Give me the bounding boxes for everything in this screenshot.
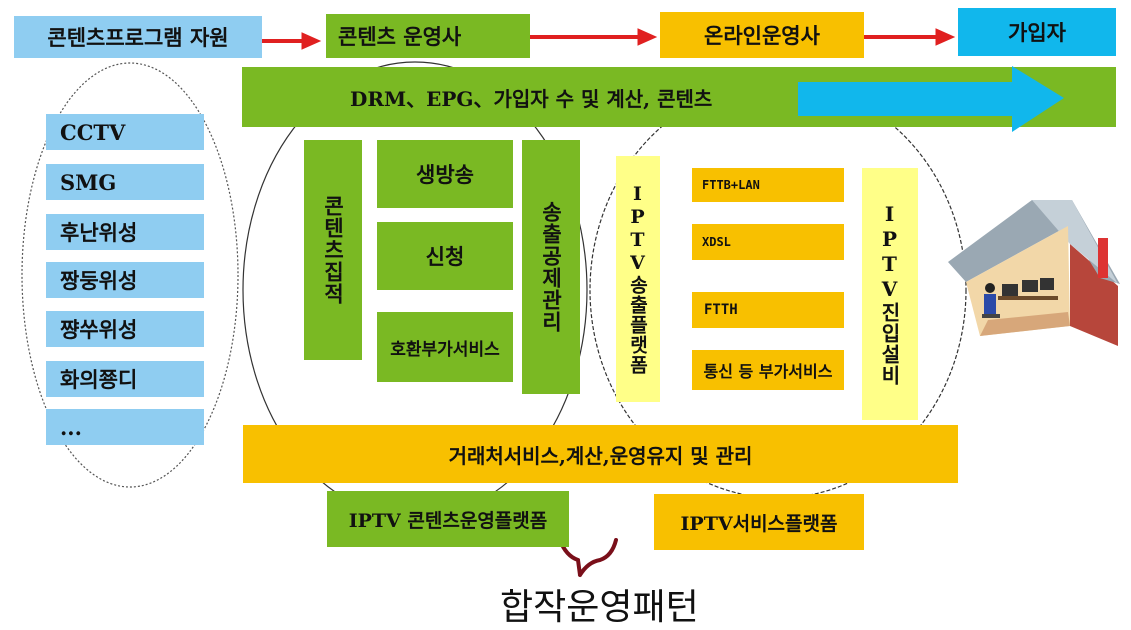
red-arrow-1 bbox=[262, 32, 322, 50]
iptv-access-equipment-box: IPTV진입설비 bbox=[862, 168, 918, 420]
access-option-ftth: FTTH bbox=[692, 292, 844, 328]
content-integration-box: 콘텐츠집적 bbox=[304, 140, 362, 360]
request-box: 신청 bbox=[377, 222, 513, 290]
source-resources-label: 콘텐츠프로그램 자원 bbox=[47, 25, 229, 50]
channel-item: SMG bbox=[46, 164, 204, 200]
house-icon bbox=[948, 200, 1120, 346]
online-operator-box: 온라인운영사 bbox=[660, 12, 864, 58]
access-option-ftth-lan: FTTB+LAN bbox=[692, 168, 844, 202]
channel-item: 쨩쑤위성 bbox=[46, 311, 204, 347]
content-operator-box: 콘텐츠 운영사 bbox=[326, 14, 530, 58]
channel-item: 후난위성 bbox=[46, 214, 204, 250]
banner-bar: DRM、EPG、가입자 수 및 계산, 콘텐츠 bbox=[242, 67, 1116, 127]
channel-item: ... bbox=[46, 409, 204, 445]
source-resources-box: 콘텐츠프로그램 자원 bbox=[14, 16, 262, 58]
red-arrow-2 bbox=[530, 28, 658, 46]
channel-item: 화의쭁디 bbox=[46, 361, 204, 397]
content-platform-label-box: IPTV 콘텐츠운영플랫폼 bbox=[327, 491, 569, 547]
live-broadcast-box: 생방송 bbox=[377, 140, 513, 208]
channel-item: 짱둥위성 bbox=[46, 262, 204, 298]
telecom-service-box: 통신 등 부가서비스 bbox=[692, 350, 844, 390]
subscriber-label: 가입자 bbox=[1008, 20, 1066, 45]
red-arrow-3 bbox=[864, 28, 956, 46]
online-operator-label: 온라인운영사 bbox=[704, 23, 820, 48]
service-platform-label-box: IPTV서비스플랫폼 bbox=[654, 494, 864, 550]
banner-label: DRM、EPG、가입자 수 및 계산, 콘텐츠 bbox=[350, 86, 713, 111]
channel-item: CCTV bbox=[46, 114, 204, 150]
access-option-xdsl: XDSL bbox=[692, 224, 844, 260]
interactive-service-box: 호환부가서비스 bbox=[377, 312, 513, 382]
caption: 합작운영패턴 bbox=[500, 587, 699, 628]
bottom-management-bar: 거래처서비스,계산,운영유지 및 관리 bbox=[243, 425, 958, 483]
iptv-transmission-platform-box: IPTV송출플랫폼 bbox=[616, 156, 660, 402]
content-operator-label: 콘텐츠 운영사 bbox=[338, 24, 462, 49]
subscriber-box: 가입자 bbox=[958, 8, 1116, 56]
transmission-management-box: 송출공제관리 bbox=[522, 140, 580, 394]
